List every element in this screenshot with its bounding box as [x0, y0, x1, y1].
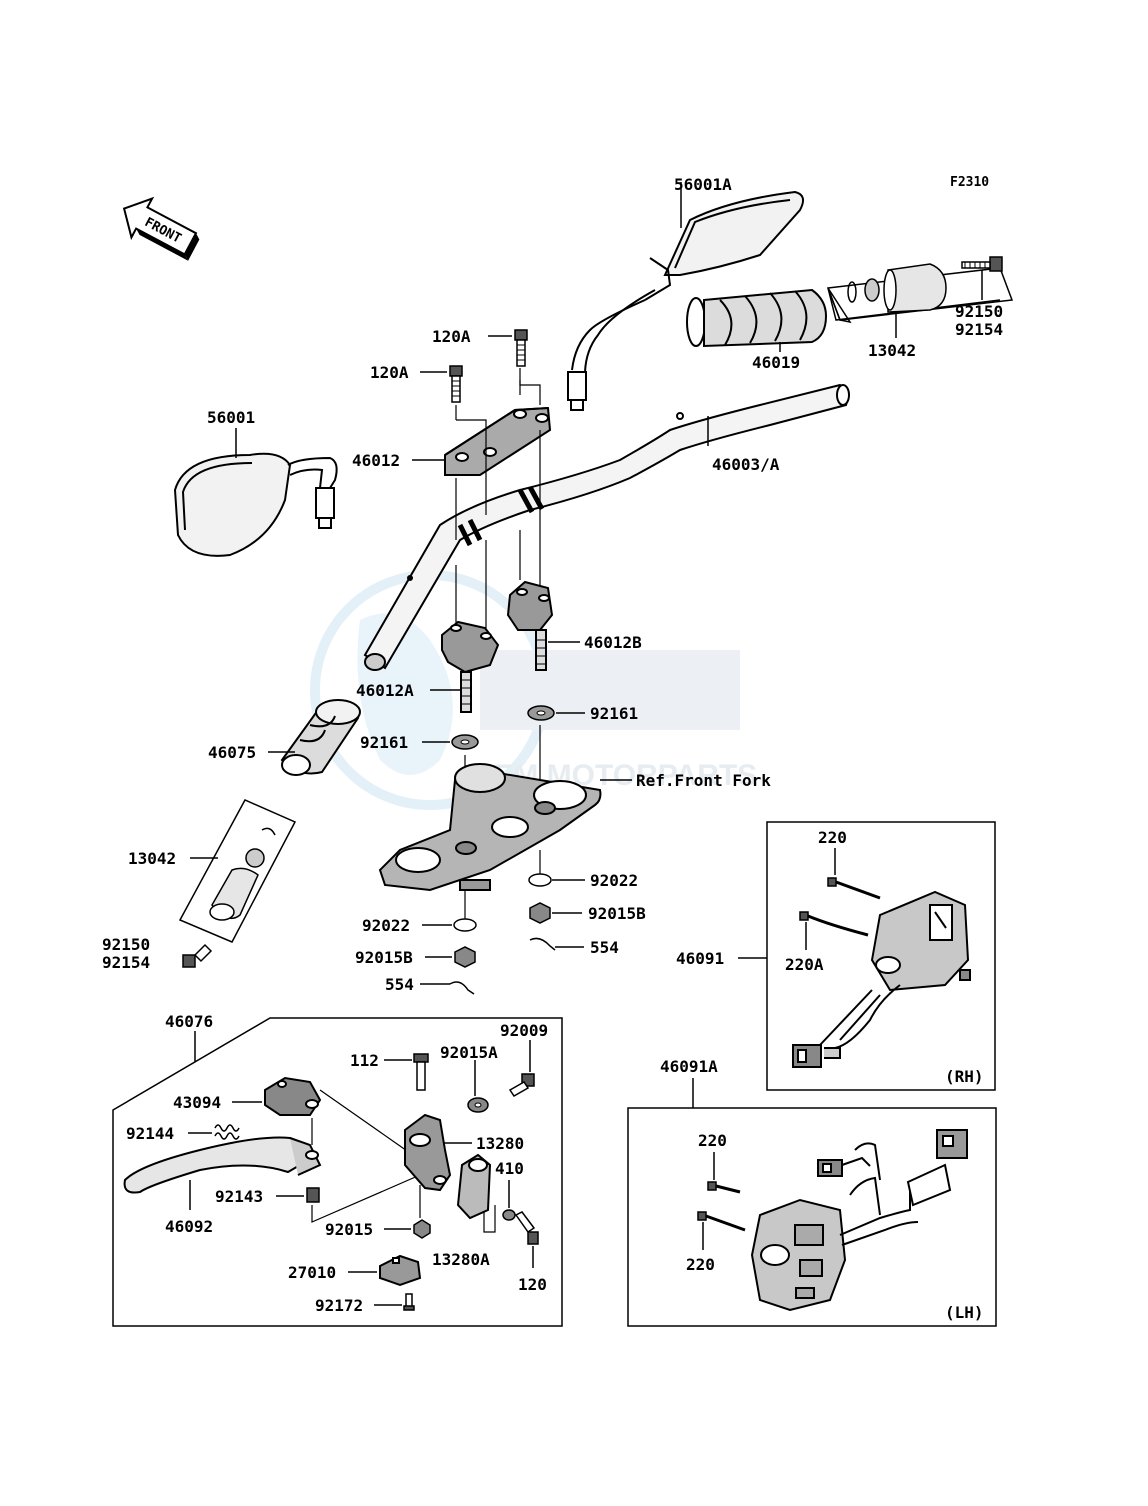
- clutch-lever: [123, 1136, 322, 1194]
- part-label-554-right: 554: [590, 938, 619, 957]
- part-label-120: 120: [518, 1275, 547, 1294]
- collar-92143: [306, 1187, 320, 1203]
- part-label-220-lh-lower: 220: [686, 1255, 715, 1274]
- washer-92022-left: [453, 918, 477, 932]
- front-arrow-icon: FRONT: [122, 196, 200, 261]
- part-label-43094: 43094: [173, 1093, 221, 1112]
- left-grip: [280, 699, 361, 776]
- part-label-92009: 92009: [500, 1021, 548, 1040]
- side-label-lh: (LH): [945, 1303, 984, 1322]
- part-label-13280A: 13280A: [432, 1250, 490, 1269]
- part-label-92022-left: 92022: [362, 916, 410, 935]
- part-label-120A-upper: 120A: [432, 327, 471, 346]
- screw-92009: [508, 1073, 535, 1097]
- pivot-bolt-112: [413, 1053, 429, 1091]
- upper-triple-clamp: [378, 763, 602, 892]
- part-label-220-rh: 220: [818, 828, 847, 847]
- part-label-46075: 46075: [208, 743, 256, 762]
- lower-clamp-46012b: [506, 580, 554, 671]
- part-label-92161-right: 92161: [590, 704, 638, 723]
- part-label-92144: 92144: [126, 1124, 174, 1143]
- lever-adjuster: [264, 1076, 322, 1116]
- part-label-46091A: 46091A: [660, 1057, 718, 1076]
- part-label-554-left: 554: [385, 975, 414, 994]
- part-label-120A-lower: 120A: [370, 363, 409, 382]
- part-label-92015B-left: 92015B: [355, 948, 413, 967]
- right-bar-end-kit: [826, 263, 1014, 324]
- right-mirror: [567, 190, 805, 411]
- lever-assembly-box: [112, 1017, 563, 1327]
- part-label-92015B-right: 92015B: [588, 904, 646, 923]
- part-label-92161-left: 92161: [360, 733, 408, 752]
- nut-92015B-right: [529, 902, 551, 924]
- part-label-46012: 46012: [352, 451, 400, 470]
- left-mirror: [173, 452, 338, 557]
- nut-92015B-left: [454, 946, 476, 968]
- part-label-92015A: 92015A: [440, 1043, 498, 1062]
- washer-92022-right: [528, 873, 552, 887]
- lever-holder: [404, 1113, 452, 1192]
- clutch-switch: [379, 1254, 422, 1287]
- part-label-112: 112: [350, 1051, 379, 1070]
- part-label-13042-right: 13042: [868, 341, 916, 360]
- part-label-92143: 92143: [215, 1187, 263, 1206]
- part-label-92022-right: 92022: [590, 871, 638, 890]
- left-bar-end-bolt: [182, 943, 213, 968]
- part-label-46012B: 46012B: [584, 633, 642, 652]
- side-label-rh: (RH): [945, 1067, 984, 1086]
- upper-handlebar-clamp: [444, 406, 552, 476]
- holder-clamp: [456, 1153, 492, 1220]
- part-label-92154-right: 92154: [955, 320, 1003, 339]
- part-label-46019: 46019: [752, 353, 800, 372]
- screw-92172: [403, 1293, 415, 1311]
- part-label-56001: 56001: [207, 408, 255, 427]
- cotter-pin-554-right: [529, 937, 556, 951]
- handlebar: [363, 383, 850, 671]
- assembly-guide-lines: [455, 368, 541, 920]
- part-label-92015: 92015: [325, 1220, 373, 1239]
- part-label-46076: 46076: [165, 1012, 213, 1031]
- part-label-46092: 46092: [165, 1217, 213, 1236]
- part-label-56001A: 56001A: [674, 175, 732, 194]
- clamp-bolt-120: [514, 1211, 539, 1245]
- rh-switch-housing: [792, 890, 971, 1068]
- part-label-46091: 46091: [676, 949, 724, 968]
- right-bar-end-bolt: [961, 256, 1003, 272]
- part-label-220-lh-upper: 220: [698, 1131, 727, 1150]
- rh-switch-box: [766, 821, 996, 1091]
- part-label-92154-left: 92154: [102, 953, 150, 972]
- clamp-bolt-lower: [449, 365, 463, 403]
- cotter-pin-554-left: [449, 981, 475, 995]
- reference-note-front-fork: Ref.Front Fork: [636, 771, 771, 790]
- lh-screw-220-lower: [697, 1211, 746, 1232]
- lh-screw-220-upper: [707, 1181, 741, 1194]
- part-label-92172: 92172: [315, 1296, 363, 1315]
- watermark-block: [480, 650, 740, 730]
- nut-92015: [413, 1219, 431, 1239]
- part-label-46003A: 46003/A: [712, 455, 780, 474]
- part-label-46012A: 46012A: [356, 681, 414, 700]
- rh-screw-220: [827, 877, 881, 900]
- clamp-bolt-upper: [514, 329, 528, 367]
- lh-switch-housing: [750, 1129, 968, 1312]
- part-label-13042-left: 13042: [128, 849, 176, 868]
- part-label-92150-right: 92150: [955, 302, 1003, 321]
- washer-410: [502, 1209, 516, 1221]
- part-label-92150-left: 92150: [102, 935, 150, 954]
- lever-box-guide-lines: [311, 1089, 496, 1233]
- spring-92144: [214, 1124, 240, 1140]
- left-bar-end-kit: [178, 799, 297, 943]
- figure-code: F2310: [950, 175, 989, 190]
- lower-clamp-46012a: [441, 620, 500, 713]
- part-label-220A: 220A: [785, 955, 824, 974]
- rh-screw-220A: [799, 911, 869, 937]
- part-label-13280: 13280: [476, 1134, 524, 1153]
- right-grip: [686, 288, 828, 348]
- part-label-410: 410: [495, 1159, 524, 1178]
- lh-switch-box: [627, 1107, 997, 1327]
- part-label-27010: 27010: [288, 1263, 336, 1282]
